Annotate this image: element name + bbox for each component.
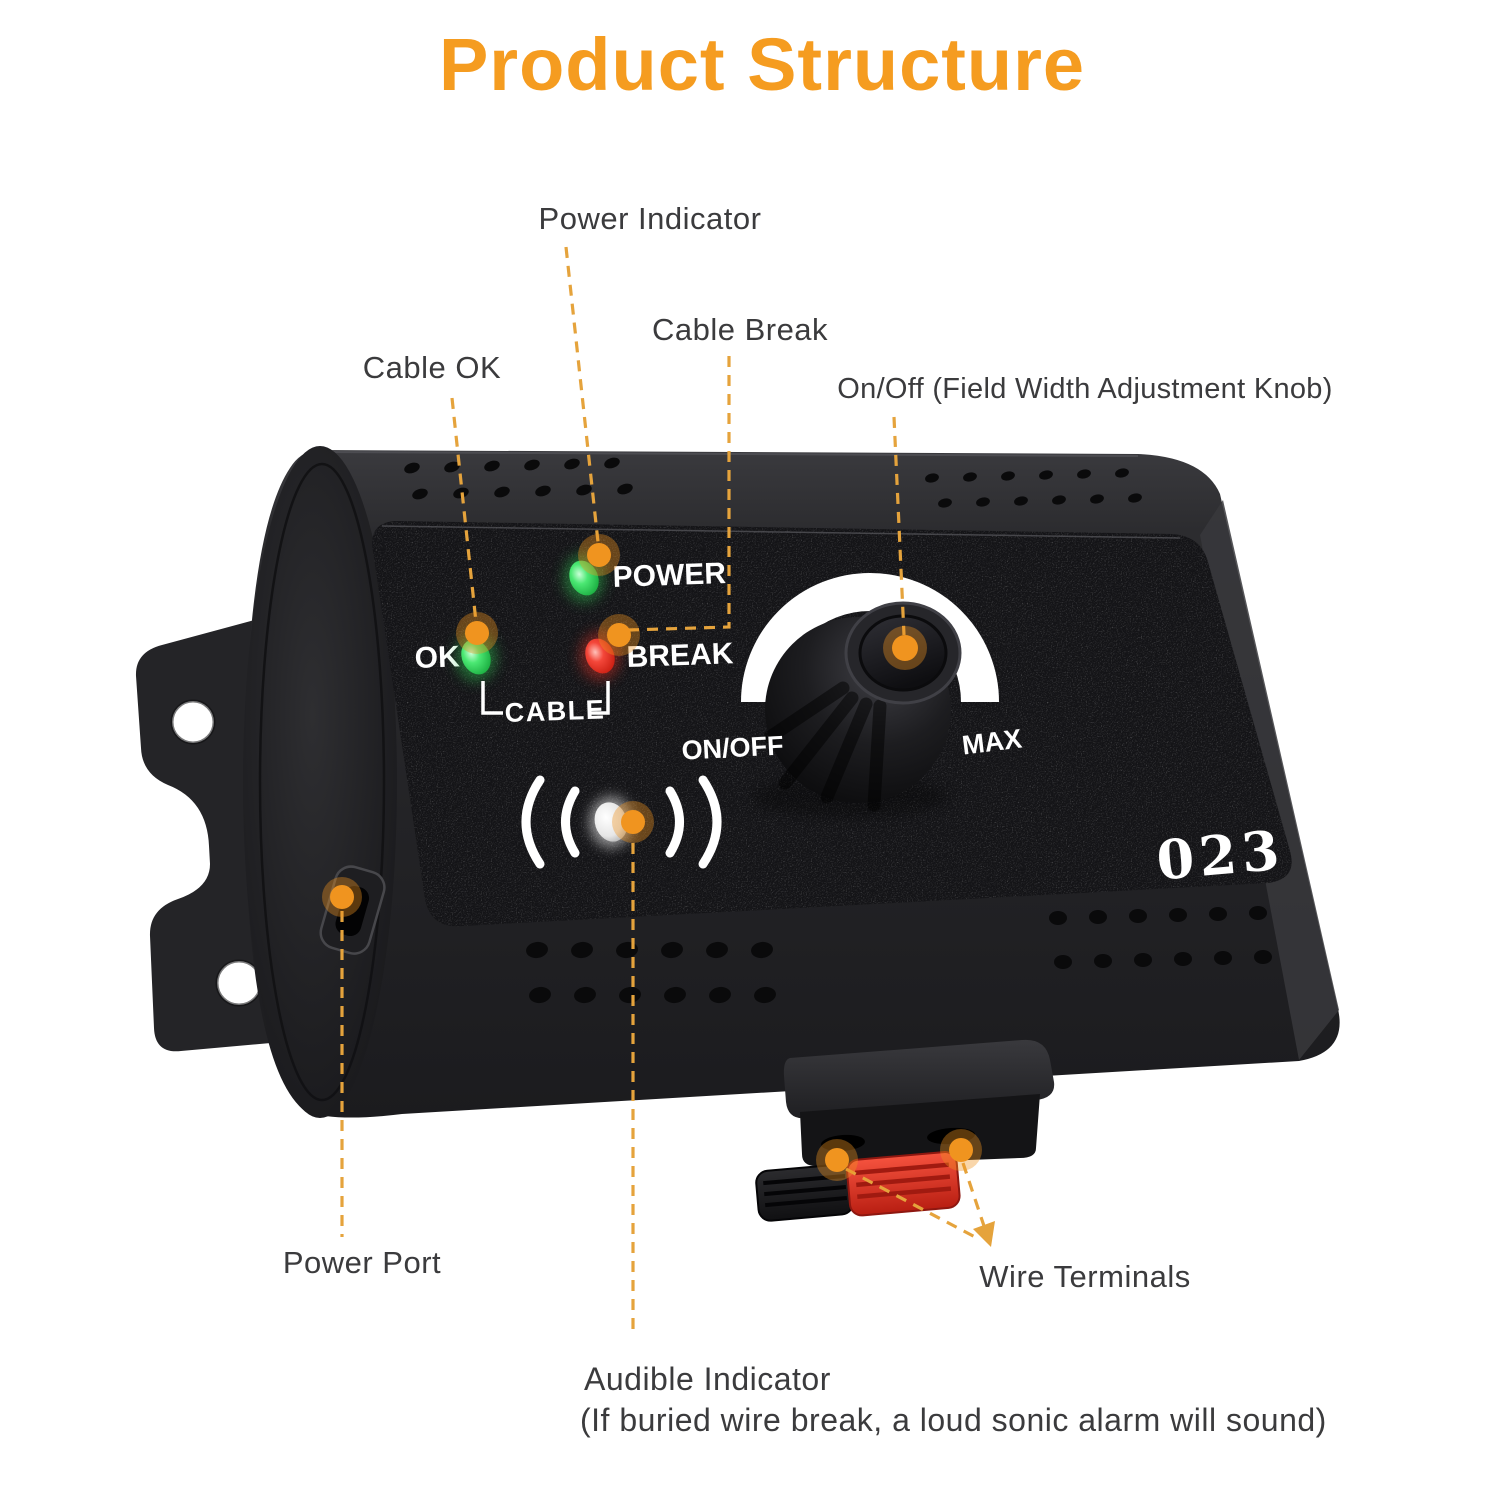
vent-hole xyxy=(524,459,540,471)
vent-hole xyxy=(664,986,686,1004)
leader-line-power-indicator xyxy=(564,246,600,543)
power-label: POWER xyxy=(612,557,727,594)
cable-break-label: BREAK xyxy=(626,637,734,674)
vent-hole xyxy=(1049,911,1067,925)
leader-line-knob xyxy=(892,416,906,636)
vent-hole xyxy=(709,986,731,1004)
vent-hole xyxy=(925,473,939,483)
vent-hole xyxy=(1077,469,1091,479)
vent-hole xyxy=(529,986,551,1004)
cable-ok-label: OK xyxy=(414,640,460,675)
vent-hole xyxy=(1174,952,1192,966)
power-led xyxy=(569,560,599,596)
vent-hole xyxy=(751,941,773,959)
vent-hole xyxy=(1115,468,1129,478)
callout-dot-cable-ok xyxy=(456,612,498,654)
vent-hole xyxy=(444,461,460,473)
vent-hole xyxy=(526,941,548,959)
callout-dot-cable-break xyxy=(598,614,640,656)
leader-line-cable-break xyxy=(627,356,731,632)
vent-hole xyxy=(564,458,580,470)
vent-holes xyxy=(404,457,1272,1004)
label-audible-indicator-note: (If buried wire break, a loud sonic alar… xyxy=(580,1402,1327,1438)
vent-hole xyxy=(976,497,990,507)
cable-ok-led xyxy=(461,639,491,675)
wire-terminals-arrowhead xyxy=(973,1221,995,1247)
vent-hole xyxy=(1089,910,1107,924)
vent-hole xyxy=(1134,953,1152,967)
vent-hole xyxy=(1129,909,1147,923)
panel-top-edge-highlight xyxy=(381,525,1181,539)
wire-terminal-red xyxy=(846,1151,961,1217)
callout-dot-wire-right xyxy=(940,1129,982,1171)
terminal-block-front xyxy=(800,1094,1040,1166)
vent-hole xyxy=(1128,493,1142,503)
vent-hole xyxy=(754,986,776,1004)
vent-hole xyxy=(938,498,952,508)
callout-dot-knob xyxy=(883,626,927,670)
cable-break-led xyxy=(585,638,615,674)
knob-dial-arc xyxy=(741,573,999,703)
vent-hole xyxy=(571,941,593,959)
page-title: Product Structure xyxy=(439,23,1085,106)
leader-lines xyxy=(340,246,987,1337)
model-number: 023 xyxy=(1154,818,1287,893)
callout-dot-wire-left xyxy=(816,1139,858,1181)
vent-hole xyxy=(484,460,500,472)
max-label: MAX xyxy=(960,724,1023,761)
vent-hole xyxy=(604,457,620,469)
vent-hole xyxy=(1254,950,1272,964)
vent-hole xyxy=(706,941,728,959)
knob-flutes xyxy=(763,681,887,812)
vent-hole xyxy=(1249,906,1267,920)
vent-hole xyxy=(661,941,683,959)
callout-dot-power-port xyxy=(322,877,362,917)
vent-hole xyxy=(494,486,510,498)
vent-hole xyxy=(574,986,596,1004)
cable-label: CABLE xyxy=(504,695,605,728)
label-cable-ok: Cable OK xyxy=(363,350,501,385)
callout-dots xyxy=(322,534,982,1181)
vent-hole xyxy=(617,483,633,495)
panel-contents: POWER OK BREAK CABLE ON/OFF MAX xyxy=(414,553,1287,893)
vent-hole xyxy=(1054,955,1072,969)
callout-dot-audible xyxy=(612,801,654,843)
on-off-label: ON/OFF xyxy=(681,730,784,765)
vent-hole xyxy=(1094,954,1112,968)
vent-hole xyxy=(404,462,420,474)
vent-hole xyxy=(1039,470,1053,480)
label-adjustment-knob: On/Off (Field Width Adjustment Knob) xyxy=(837,373,1332,405)
label-wire-terminals: Wire Terminals xyxy=(979,1259,1190,1294)
sound-waves-icon xyxy=(521,775,722,869)
vent-hole xyxy=(1209,907,1227,921)
callout-dot-power xyxy=(578,534,620,576)
vent-hole xyxy=(619,986,641,1004)
wire-terminal-black xyxy=(755,1163,855,1222)
terminal-block xyxy=(755,1039,1055,1222)
label-power-indicator: Power Indicator xyxy=(539,201,762,236)
bracket-hole-top xyxy=(170,699,216,745)
vent-hole xyxy=(412,488,428,500)
cable-bracket-right xyxy=(588,681,610,715)
vent-hole xyxy=(1214,951,1232,965)
vent-hole xyxy=(1001,471,1015,481)
end-cap-seam xyxy=(258,462,386,1102)
audible-led xyxy=(594,802,628,842)
leader-line-wire-left xyxy=(845,1167,978,1240)
label-cable-break: Cable Break xyxy=(652,312,828,347)
terminal-slot-left xyxy=(821,1134,865,1152)
label-power-port: Power Port xyxy=(283,1245,441,1280)
vent-hole xyxy=(1090,494,1104,504)
vent-hole xyxy=(1014,496,1028,506)
vent-hole xyxy=(535,485,551,497)
vent-hole xyxy=(1052,495,1066,505)
leader-line-wire-right xyxy=(961,1162,987,1230)
vent-hole xyxy=(963,472,977,482)
vent-hole xyxy=(576,484,592,496)
vent-hole xyxy=(1169,908,1187,922)
cable-bracket-left xyxy=(481,681,503,715)
label-audible-indicator: Audible Indicator xyxy=(584,1361,831,1397)
